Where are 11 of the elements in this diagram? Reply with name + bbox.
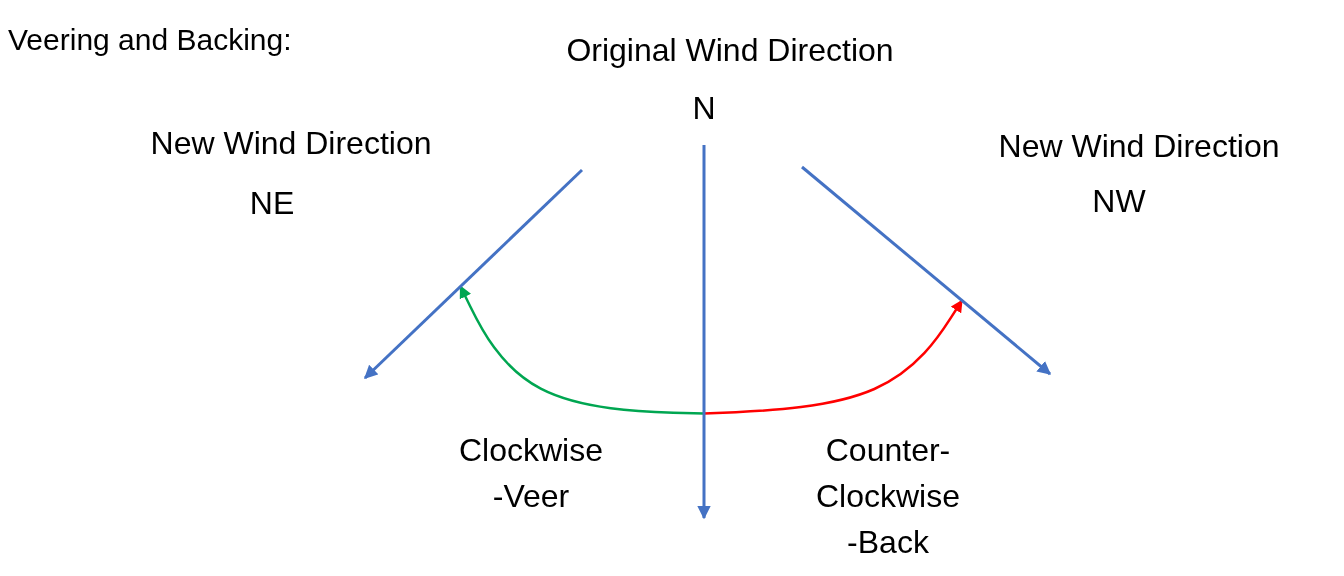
label-text: New Wind Direction [998,127,1280,166]
label-text: New Wind Direction [150,124,432,163]
label-text: Clockwise -Veer [459,431,603,516]
curved-arrow [459,285,705,415]
label-text: Original Wind Direction [566,31,894,70]
label-text: Counter- Clockwise -Back [816,431,960,562]
curved-arrow [703,299,963,415]
label-text: NE [249,184,295,223]
label-text: NW [1092,182,1146,221]
label-text: N [692,89,716,128]
diagram-title: Veering and Backing: [8,22,292,58]
